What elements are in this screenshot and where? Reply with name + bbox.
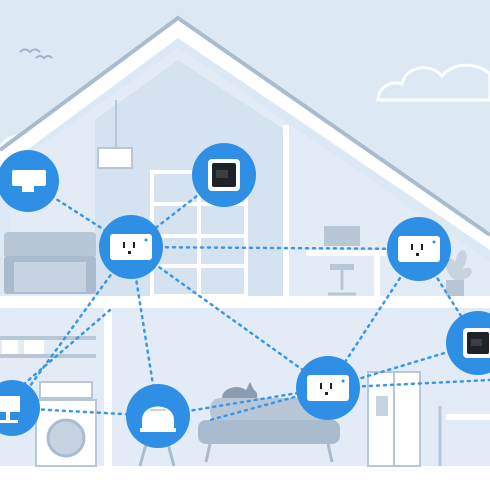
roof-edge (0, 15, 490, 237)
roof-outline (0, 18, 490, 250)
smart-plug-icon (307, 375, 349, 401)
desk (306, 250, 386, 256)
shelf-unit (0, 354, 96, 358)
desktop-computer-icon (0, 396, 20, 423)
plant-leaves (445, 250, 472, 280)
node-plug-living-lower (296, 356, 360, 420)
table (446, 414, 490, 420)
plant-pot (446, 280, 464, 296)
upper-floor-slab (0, 296, 490, 308)
shelf-unit (0, 336, 96, 340)
sofa-leg (326, 443, 334, 463)
node-plug-living-upper (99, 215, 163, 279)
bird-icon (35, 55, 53, 60)
sofa-back (4, 232, 96, 258)
light-switch-icon (12, 170, 46, 192)
sofa-cushion (14, 262, 86, 292)
desk-leg (374, 256, 380, 296)
chair-seat (330, 264, 354, 270)
sofa-lower-back (210, 398, 328, 422)
lamp-leg (166, 443, 176, 467)
monitor (324, 226, 360, 246)
lamp-leg (138, 443, 148, 467)
node-ceiling-light (0, 150, 59, 212)
sofa-lower-seat (198, 420, 340, 444)
smart-display-icon (463, 328, 490, 358)
node-hub-screen (192, 143, 256, 207)
ground-line (0, 466, 490, 490)
node-lamp (126, 384, 190, 448)
node-computer (0, 380, 40, 436)
interior-wall (104, 308, 112, 468)
fridge-dispenser (376, 396, 388, 416)
cloud-right (376, 63, 490, 102)
smart-plug-icon (398, 236, 440, 262)
picture-frame (97, 147, 133, 169)
smart-display-icon (208, 159, 240, 191)
bird-icon (19, 48, 41, 54)
cat (222, 382, 258, 398)
storage-box (2, 340, 18, 354)
node-kitchen-display (446, 311, 490, 375)
washer-door (46, 418, 86, 458)
node-plug-office (387, 217, 451, 281)
smart-lamp-icon (140, 406, 176, 432)
storage-box (24, 340, 44, 354)
smart-plug-icon (110, 234, 152, 260)
dryer (39, 381, 93, 399)
sofa-leg (204, 443, 212, 463)
attic-partition (283, 125, 289, 300)
